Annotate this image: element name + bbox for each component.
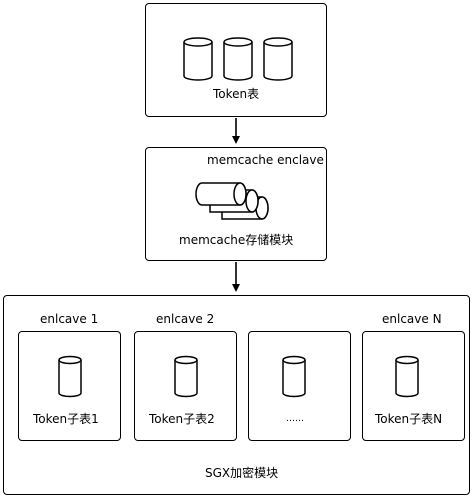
token-subtable-label: Token子表1 — [33, 412, 99, 426]
database-icon — [395, 355, 419, 398]
enclave-title: enlcave 2 — [156, 312, 215, 326]
database-icon — [58, 355, 82, 398]
token-subtable-label: Token子表N — [375, 412, 443, 426]
memcache-module-label: memcache存储模块 — [179, 233, 294, 247]
sgx-module-label: SGX加密模块 — [205, 466, 279, 480]
memcache-storage-icon — [195, 182, 269, 220]
memcache-enclave-box — [145, 147, 327, 261]
token-subtable-label: Token子表2 — [149, 412, 215, 426]
ellipsis-label: …… — [286, 414, 304, 424]
database-icon — [282, 355, 306, 398]
database-icon — [174, 355, 198, 398]
enclave-title: enlcave N — [382, 312, 442, 326]
memcache-enclave-title: memcache enclave — [207, 153, 324, 167]
database-icon — [263, 37, 293, 81]
database-icon — [183, 37, 213, 81]
token-table-label: Token表 — [213, 87, 260, 101]
enclave-title: enlcave 1 — [40, 312, 99, 326]
database-icon — [223, 37, 253, 81]
